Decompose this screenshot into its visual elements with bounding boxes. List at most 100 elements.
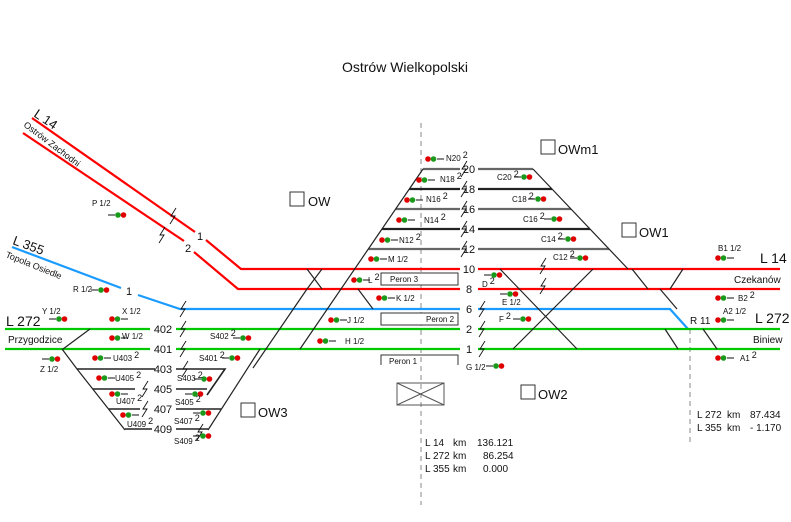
signal-name: U405 (115, 374, 135, 383)
signal-name: S409 (174, 437, 193, 446)
signal-superscript: 2 (540, 211, 545, 221)
track-number: 2 (185, 243, 191, 255)
crossover (664, 328, 679, 350)
line-l272-destination: Przygodzice (8, 335, 63, 346)
green-lamp-icon (409, 197, 416, 203)
fan-edge-east (532, 168, 629, 270)
green-lamp-icon (535, 196, 541, 202)
electrification-marks (141, 160, 547, 441)
track-number: 20 (463, 164, 475, 176)
green-lamp-icon (507, 291, 513, 297)
svg-text:- 1.170: - 1.170 (750, 423, 782, 434)
signal-superscript: 2 (443, 191, 448, 201)
signal-superscript: 2 (195, 413, 200, 423)
red-lamp-icon (715, 317, 721, 323)
signal-g12: G 1/2 (466, 363, 505, 372)
svg-text:87.434: 87.434 (750, 410, 781, 421)
lightning-icon (539, 277, 547, 295)
green-lamp-icon (720, 317, 727, 323)
red-lamp-icon (498, 363, 505, 369)
platform-3 (380, 272, 459, 286)
signal-label: R 1/2 (73, 285, 93, 294)
signal-name: U407 (116, 397, 136, 406)
lightning-icon (141, 380, 149, 398)
svg-text:OWm1: OWm1 (558, 142, 598, 157)
red-lamp-icon (120, 212, 127, 218)
red-lamp-icon (109, 316, 115, 322)
green-lamp-icon (521, 174, 527, 180)
signal-name: L (368, 276, 373, 285)
red-lamp-icon (205, 433, 212, 439)
red-lamp-icon (351, 277, 357, 283)
signal-name: G 1/2 (466, 363, 486, 372)
line-l14-right: L 14 (760, 250, 787, 266)
lightning-icon (478, 320, 486, 338)
signal-superscript: 2 (752, 350, 757, 360)
lightning-icon (179, 320, 187, 338)
lightning-icon (460, 220, 468, 238)
svg-text:km: km (727, 410, 740, 421)
red-lamp-icon (496, 272, 503, 278)
signal-name: S402 (210, 332, 229, 341)
green-lamp-icon (201, 376, 207, 382)
green-lamp-icon (114, 335, 121, 341)
signal-label: J 1/2 (347, 316, 365, 325)
signal-superscript: 2 (490, 276, 495, 286)
signal-name: C20 (497, 173, 512, 182)
lightning-icon (158, 226, 166, 244)
lightning-icon (478, 300, 486, 318)
fan-edge-se (207, 348, 261, 431)
red-lamp-icon (525, 316, 532, 322)
svg-text:OW2: OW2 (538, 387, 568, 402)
lightning-icon (181, 360, 189, 378)
station-title: Ostrów Wielkopolski (342, 59, 468, 75)
red-lamp-icon (234, 355, 241, 361)
svg-text:L 272: L 272 (697, 410, 722, 421)
lightning-icon (460, 240, 468, 258)
signal-y12: Y 1/2 (42, 307, 68, 322)
red-lamp-icon (379, 237, 385, 243)
green-lamp-icon (114, 391, 121, 397)
line-l272-right: L 272 (755, 310, 790, 326)
signal-superscript: 2 (195, 433, 200, 443)
lightning-icon (169, 207, 177, 225)
red-lamp-icon (120, 412, 126, 418)
signal-name: N20 (446, 154, 461, 163)
signal-superscript: 2 (374, 272, 379, 282)
crossover (499, 268, 578, 350)
red-lamp-icon (317, 338, 323, 344)
red-lamp-icon (368, 256, 374, 262)
signal-h12: H 1/2 (317, 337, 365, 346)
signal-label: Z 1/2 (40, 365, 59, 374)
crossover (62, 328, 91, 350)
track-l355 (11, 245, 122, 290)
signal-name: F (499, 315, 504, 324)
green-lamp-icon (200, 410, 206, 416)
signal-name: C16 (523, 215, 538, 224)
red-lamp-icon (96, 375, 102, 381)
signal-superscript: 2 (134, 350, 139, 360)
green-lamp-icon (577, 255, 583, 261)
green-lamp-icon (421, 177, 428, 183)
